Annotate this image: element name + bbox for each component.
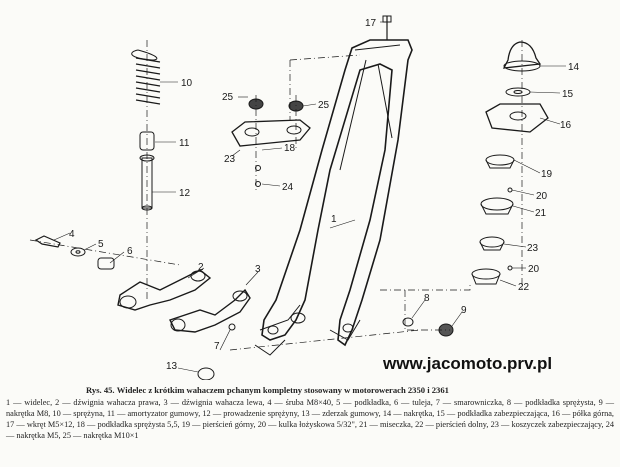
figure-caption-title: Rys. 45. Widelec z krótkim wahaczem pcha…	[86, 385, 449, 395]
callout-21: 21	[535, 208, 547, 219]
leader-lines	[53, 21, 566, 373]
website-watermark: www.jacomoto.prv.pl	[383, 354, 553, 373]
callout-6: 6	[127, 246, 133, 257]
upper-bracket-drawing	[231, 98, 311, 187]
callout-25-left: 25	[222, 92, 234, 103]
figure-parts-legend: 1 — widelec, 2 — dźwignia wahacza prawa,…	[6, 398, 614, 440]
callout-23-left: 23	[224, 154, 236, 165]
callout-2: 2	[198, 262, 204, 273]
figure-label: Rys. 45.	[86, 385, 115, 395]
callout-11: 11	[179, 138, 190, 149]
callout-3: 3	[255, 264, 261, 275]
callout-7: 7	[214, 341, 220, 352]
callout-15: 15	[562, 89, 574, 100]
callout-24: 24	[282, 182, 294, 193]
callout-numbers: 1 2 3 4 5 6 8 9 10 11 12 13 14 15 16 17 …	[69, 18, 580, 372]
callout-10: 10	[181, 78, 193, 89]
callout-22: 22	[518, 282, 530, 293]
spring-assembly-drawing	[131, 49, 161, 211]
callout-16: 16	[560, 120, 572, 131]
callout-13: 13	[166, 361, 178, 372]
callout-8: 8	[424, 293, 430, 304]
callout-18: 18	[284, 143, 296, 154]
callout-25-right: 25	[318, 100, 330, 111]
callout-17: 17	[365, 18, 377, 29]
callout-12: 12	[179, 188, 191, 199]
callout-23-right: 23	[527, 243, 539, 254]
callout-20-top: 20	[536, 191, 548, 202]
assembly-lines	[29, 40, 523, 351]
fork-drawing	[254, 39, 413, 356]
callout-1: 1	[331, 214, 337, 225]
callout-14: 14	[568, 62, 580, 73]
callout-20-bottom: 20	[528, 264, 540, 275]
figure-title: Widelec z krótkim wahaczem pchanym kompl…	[116, 385, 449, 395]
exploded-fork-diagram: 1 2 3 4 5 6 8 9 10 11 12 13 14 15 16 17 …	[29, 15, 580, 380]
callout-4: 4	[69, 229, 75, 240]
callout-19: 19	[541, 169, 553, 180]
callout-9: 9	[461, 305, 467, 316]
swing-arms-drawing	[34, 235, 251, 380]
callout-5: 5	[98, 239, 104, 250]
